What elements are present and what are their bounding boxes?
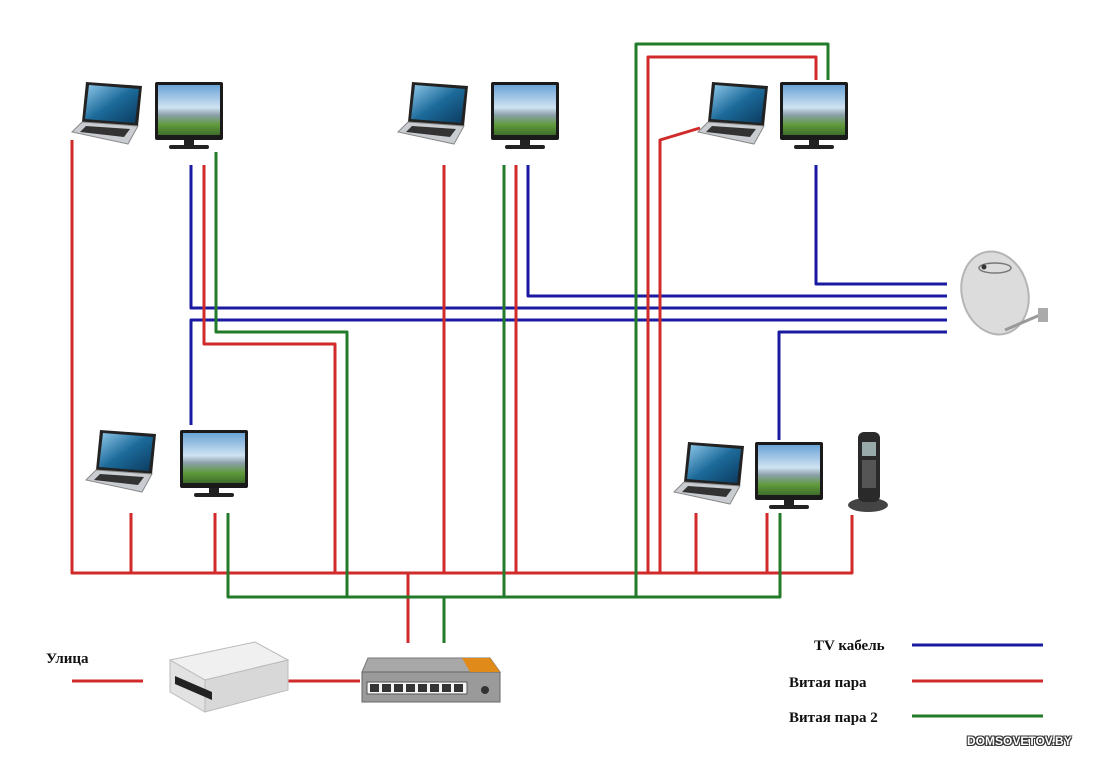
- tv-cable-top-middle-tv: [526, 165, 947, 298]
- modem: [168, 641, 290, 713]
- switch-port: [394, 684, 403, 692]
- switch-port: [442, 684, 451, 692]
- switch-port: [370, 684, 379, 692]
- cordless-phone: [848, 432, 888, 512]
- tv-cable-bottom-left-tv: [189, 318, 947, 425]
- twisted-pair-top-left-tv: [202, 165, 337, 573]
- twisted-pair-top-right-laptop: [658, 126, 701, 573]
- twisted-pair-top-right-tv: [646, 55, 818, 573]
- tv-bottom-right: [755, 442, 823, 509]
- satellite-dish: [960, 250, 1048, 336]
- laptop-bottom-left: [85, 429, 157, 493]
- tv-top-middle: [491, 82, 559, 149]
- switch-port: [382, 684, 391, 692]
- watermark: DOMSOVETOV.BY: [967, 734, 1072, 748]
- tv-cable-bottom-right-tv: [777, 330, 947, 440]
- laptop-top-left: [71, 81, 143, 145]
- network-switch: [361, 657, 501, 703]
- legend-label-twisted-pair-2: Витая пара 2: [789, 710, 878, 726]
- laptop-bottom-right: [673, 441, 745, 505]
- twisted-pair-2-top-right-tv: [634, 42, 830, 597]
- laptop-top-right: [697, 81, 769, 145]
- twisted-pair-bus: [70, 140, 854, 575]
- street-label: Улица: [46, 651, 89, 667]
- tv-top-right: [780, 82, 848, 149]
- tv-cable-top-left-tv: [189, 165, 947, 310]
- switch-port: [430, 684, 439, 692]
- tv-top-left: [155, 82, 223, 149]
- switch-port: [454, 684, 463, 692]
- laptop-top-middle: [397, 81, 469, 145]
- tv-bottom-left: [180, 430, 248, 497]
- tv-cable-top-right-tv: [814, 165, 947, 286]
- legend-label-twisted-pair: Витая пара: [789, 675, 867, 691]
- legend-label-tv-cable: TV кабель: [814, 638, 885, 654]
- twisted-pair-2-top-left-tv: [214, 152, 349, 597]
- switch-port: [406, 684, 415, 692]
- switch-port: [418, 684, 427, 692]
